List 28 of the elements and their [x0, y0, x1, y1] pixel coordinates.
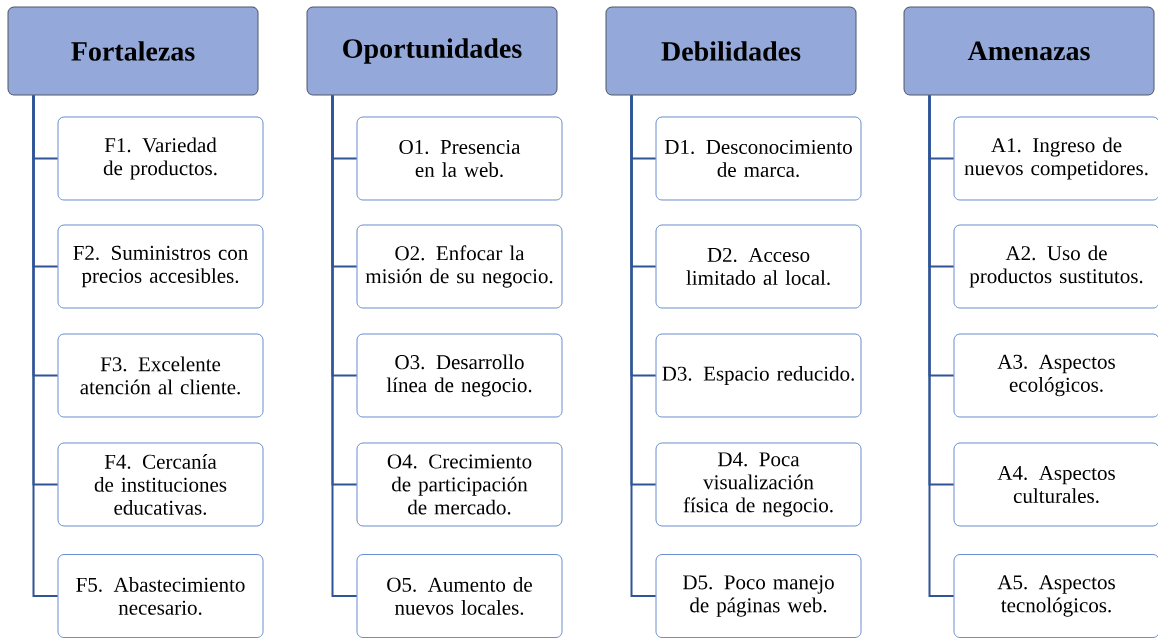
item-box: D1. Desconocimiento de marca. — [655, 116, 862, 201]
item-box: O5. Aumento de nuevos locales. — [356, 554, 563, 638]
category-header: Debilidades — [605, 6, 857, 96]
item-box: D4. Poca visualización física de negocio. — [655, 442, 862, 527]
item-box: O4. Crecimiento de participación de mercado. — [356, 442, 563, 527]
item-box: F1. Variedad de productos. — [57, 116, 264, 201]
category-header: Fortalezas — [7, 6, 259, 96]
connector-line — [331, 94, 358, 597]
item-box: O1. Presencia en la web. — [356, 116, 563, 201]
item-box: A4. Aspectos culturales. — [953, 442, 1158, 527]
item-box: D5. Poco manejo de páginas web. — [655, 554, 862, 638]
item-box: F3. Excelente atención al cliente. — [57, 333, 264, 418]
item-box: O2. Enfocar la misión de su negocio. — [356, 224, 563, 309]
item-box: O3. Desarrollo línea de negocio. — [356, 333, 563, 418]
item-box: A2. Uso de productos sustitutos. — [953, 224, 1158, 309]
connector-line — [630, 94, 657, 597]
item-box: A5. Aspectos tecnológicos. — [953, 554, 1158, 638]
connector-line — [928, 94, 955, 597]
item-box: A1. Ingreso de nuevos competidores. — [953, 116, 1158, 201]
category-header: Amenazas — [903, 6, 1155, 96]
item-box: A3. Aspectos ecológicos. — [953, 333, 1158, 418]
item-box: F4. Cercanía de instituciones educativas. — [57, 442, 264, 527]
category-header: Oportunidades — [306, 6, 558, 96]
item-box: D2. Acceso limitado al local. — [655, 224, 862, 309]
item-box: D3. Espacio reducido. — [655, 333, 862, 418]
item-box: F5. Abastecimiento necesario. — [57, 554, 264, 638]
connector-line — [32, 94, 59, 597]
item-box: F2. Suministros con precios accesibles. — [57, 224, 264, 309]
